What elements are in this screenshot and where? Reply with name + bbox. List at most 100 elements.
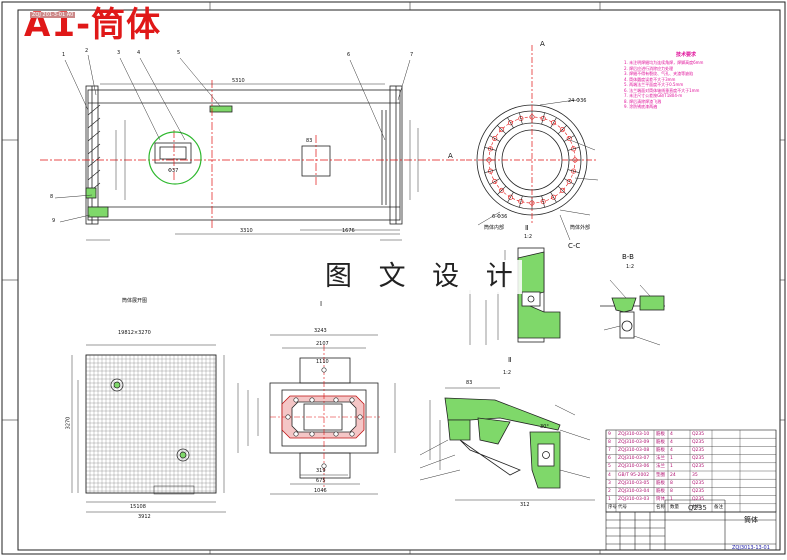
dim-right-length: 1676 (342, 228, 355, 234)
detail-iii-dims (419, 387, 595, 501)
part-number-4: 4 (137, 50, 141, 56)
bom-header-cell: 备注 (714, 505, 723, 511)
title-part-name: 筒体 (744, 516, 758, 524)
section-a-leaders (477, 99, 599, 241)
rib-line (541, 195, 545, 208)
bolt-hole (507, 194, 513, 200)
dim-plate-height: 3270 (65, 416, 72, 430)
center-lines (40, 80, 465, 230)
tech-note-item: 1. 未注明焊缝均为连续角焊，焊脚高度6mm (624, 60, 704, 65)
bom-header-cell: 数量 (670, 505, 679, 511)
section-a-arrow-label: A (448, 152, 453, 160)
dim-circle-holes: 24-Φ36 (568, 98, 587, 104)
bom-cell: 垫圈 (656, 472, 665, 478)
dim-flange-slot: 319 (316, 468, 326, 474)
rib-line (550, 117, 557, 129)
bom-cell: ZQJ310-03-08 (618, 447, 650, 453)
bom-cell: ZQJ310-03-10 (618, 431, 650, 437)
rib-line (519, 112, 523, 125)
tech-note-item: 5. 两端法兰平面度不大于0.5mm (624, 82, 684, 87)
plate-grid (86, 355, 216, 493)
bom-cell: 9 (608, 431, 611, 437)
dim-plate-width: 3912 (138, 514, 151, 520)
bom-header-cell: 序号 (608, 505, 617, 511)
bom-header-cell: 代号 (618, 505, 627, 511)
bolt-hole (518, 115, 524, 121)
part-number-9: 9 (52, 218, 56, 224)
rib-line (497, 185, 507, 195)
bolt-hole (559, 127, 565, 133)
dim-hole-dia: Φ37 (168, 168, 179, 174)
rib-line (563, 178, 575, 185)
tech-note-item: 4. 筒体圆度误差不大于3mm (624, 76, 676, 82)
part-number-1: 1 (62, 52, 66, 58)
tech-note-item: 3. 焊缝不得有裂纹、气孔、夹渣等缺陷 (624, 71, 694, 76)
bolt-hole (507, 120, 513, 126)
bolt-hole (550, 194, 556, 200)
plate-notes-box (153, 485, 195, 495)
bom-cell: 法兰 (656, 456, 665, 462)
bom-cell: 筋板 (656, 447, 665, 453)
bom-cell: 4 (608, 472, 611, 478)
bom-cell: ZQJ310-03-06 (618, 464, 650, 470)
detail-ii-roman: Ⅱ (508, 356, 511, 364)
tech-note-item: 2. 焊后应进行消除应力处理 (624, 65, 674, 71)
bom-cell: 4 (670, 431, 673, 437)
bom-cell: Q235 (692, 497, 705, 503)
bom-cell: ZQJ310-03-07 (618, 456, 650, 462)
bom-header-cell: 材料 (692, 505, 701, 511)
dim-plate-total: 15108 (130, 504, 146, 510)
rib-line (489, 178, 501, 185)
title-drawing-number: ZQJ3013-13-01 (732, 545, 770, 551)
plate-dims (71, 344, 226, 513)
bom-cell: Q235 (692, 488, 705, 494)
tech-note-item: 7. 未注尺寸公差按GB/T1804-m (624, 93, 683, 98)
dim-flange-width: 3243 (314, 328, 327, 334)
bb-view (600, 295, 665, 339)
title-block (605, 499, 777, 551)
bom-cell: 4 (670, 439, 673, 445)
bb-label: B-B (622, 253, 634, 261)
bom-cell: 24 (670, 472, 676, 478)
stamp-label: ZQJ 201-3-01 A0 (30, 12, 76, 18)
bom-cell: 6 (608, 456, 611, 462)
bom-cell: 8 (670, 488, 673, 494)
bolt-hole (518, 199, 524, 205)
part-number-7: 7 (410, 52, 414, 58)
dim-detail-top: 83 (466, 380, 473, 386)
rib-line (507, 117, 514, 129)
rib-line (567, 147, 580, 151)
bom-grid (605, 430, 777, 513)
bom-cell: ZQJ310-03-05 (618, 480, 650, 486)
dim-flange-bottom: 675 (316, 478, 326, 484)
dim-detail-width: 312 (520, 502, 530, 508)
section-a-center-lines (466, 45, 598, 225)
bom-cell: Q235 (692, 464, 705, 470)
bom-cell: Q235 (692, 439, 705, 445)
bom-cell: 1 (670, 456, 673, 462)
bom-cell: 8 (670, 480, 673, 486)
section-a-top-label: A (540, 40, 545, 48)
rib-line (557, 125, 567, 135)
detail-i-view (269, 345, 380, 490)
bom-cell: 8 (608, 439, 611, 445)
detail-iii-view (444, 397, 561, 489)
bom-cell: 5 (608, 464, 611, 470)
bolt-hole (492, 136, 498, 142)
part-number-8: 8 (50, 194, 54, 200)
main-elevation-view (85, 85, 403, 225)
bolt-hole (571, 168, 577, 174)
dim-circle-note: 6-Φ36 (492, 214, 508, 220)
bom-cell: 35 (692, 472, 698, 478)
part-number-2: 2 (85, 48, 89, 54)
rib-line (497, 125, 507, 135)
rib-line (563, 135, 575, 142)
rib-line (550, 191, 557, 203)
rib-line (541, 112, 545, 125)
detail-circle-i (148, 131, 202, 185)
title-material: Q235 (688, 504, 707, 512)
rib-line (484, 147, 497, 151)
